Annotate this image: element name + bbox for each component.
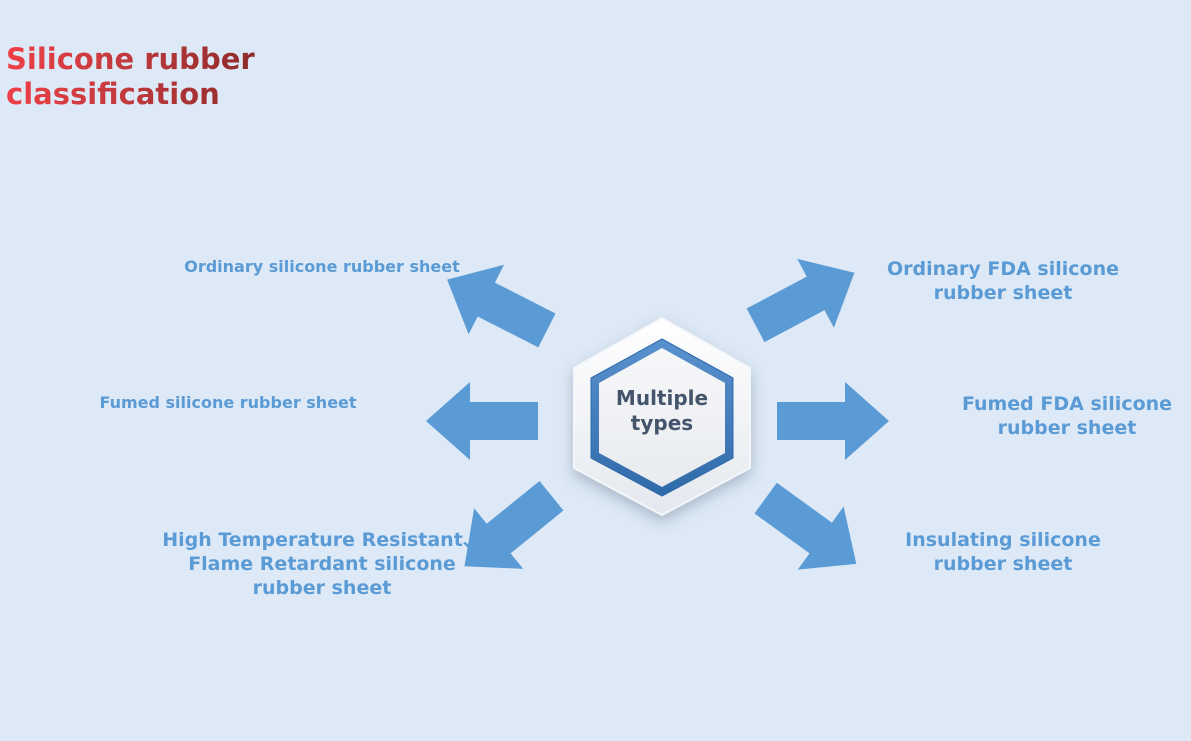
label-ordinary-fda-line-1: Ordinary FDA silicone xyxy=(887,258,1119,280)
label-fumed-sheet: Fumed silicone rubber sheet xyxy=(88,393,368,413)
label-ordinary-fda-line-2: rubber sheet xyxy=(933,282,1073,304)
arrow-lower-right xyxy=(742,466,880,596)
center-hexagon xyxy=(573,317,751,516)
label-ordinary-fda-sheet: Ordinary FDA silicone rubber sheet xyxy=(872,257,1134,305)
label-high-temp-line-3: rubber sheet xyxy=(252,577,392,599)
center-line-1: Multiple xyxy=(615,386,709,410)
label-high-temp-line-1: High Temperature Resistant、 xyxy=(162,529,482,551)
center-label: Multiple types xyxy=(592,386,732,436)
label-high-temp-line-2: Flame Retardant silicone xyxy=(188,553,456,575)
label-fumed-fda-sheet: Fumed FDA silicone rubber sheet xyxy=(950,392,1184,440)
arrow-upper-right xyxy=(737,238,873,360)
label-fumed-sheet-line-1: Fumed silicone rubber sheet xyxy=(99,393,357,412)
label-insulating-sheet: Insulating silicone rubber sheet xyxy=(892,528,1114,576)
arrow-right xyxy=(777,382,889,460)
label-high-temp-sheet: High Temperature Resistant、 Flame Retard… xyxy=(160,528,484,600)
label-insulating-line-1: Insulating silicone xyxy=(905,529,1101,551)
label-ordinary-sheet: Ordinary silicone rubber sheet xyxy=(166,257,478,277)
center-line-2: types xyxy=(630,411,694,435)
label-fumed-fda-line-2: rubber sheet xyxy=(997,417,1137,439)
label-insulating-line-2: rubber sheet xyxy=(933,553,1073,575)
label-ordinary-sheet-line-1: Ordinary silicone rubber sheet xyxy=(184,257,460,276)
label-fumed-fda-line-1: Fumed FDA silicone xyxy=(961,393,1173,415)
arrow-left xyxy=(426,382,538,460)
